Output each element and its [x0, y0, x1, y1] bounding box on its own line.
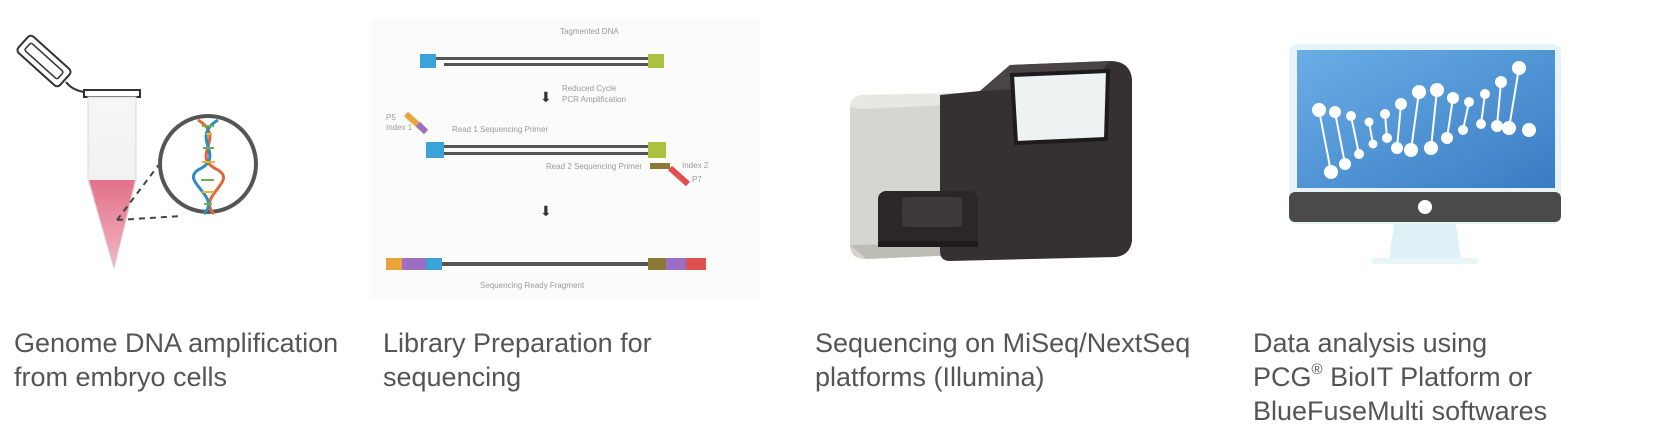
- arrow-down-icon: ⬇: [540, 203, 552, 219]
- tube-with-dna-icon: [16, 34, 258, 270]
- tagmented-fragment: [420, 54, 664, 68]
- caption-line: from embryo cells: [14, 362, 228, 392]
- caption-sequencing: Sequencing on MiSeq/NextSeq platforms (I…: [815, 326, 1190, 394]
- caption-text: PCG: [1253, 362, 1312, 392]
- sequencing-ready-fragment: [386, 258, 706, 270]
- label-read2: Read 2 Sequencing Primer: [546, 162, 642, 171]
- registered-mark: ®: [1311, 361, 1323, 378]
- caption-text: BioIT Platform or: [1322, 362, 1533, 392]
- tube-lid: [16, 34, 85, 93]
- caption-analysis: Data analysis using PCG® BioIT Platform …: [1253, 326, 1547, 428]
- caption-line: sequencing: [383, 362, 522, 392]
- label-tagmented-dna: Tagmented DNA: [560, 27, 619, 36]
- caption-amplification: Genome DNA amplification from embryo cel…: [14, 326, 338, 394]
- monitor-dna-icon: [1289, 44, 1561, 264]
- caption-line: Library Preparation for: [383, 328, 652, 358]
- sequencer-machine-icon: [850, 61, 1132, 261]
- caption-line: BlueFuseMulti softwares: [1253, 396, 1548, 426]
- label-read1: Read 1 Sequencing Primer: [452, 125, 548, 134]
- label-pcr-line1: Reduced Cycle: [562, 84, 617, 93]
- label-ready-fragment: Sequencing Ready Fragment: [480, 281, 585, 290]
- caption-line: Sequencing on MiSeq/NextSeq: [815, 328, 1191, 358]
- label-pcr-line2: PCR Amplification: [562, 95, 626, 104]
- machine-screen: [1009, 68, 1111, 146]
- caption-library: Library Preparation for sequencing: [383, 326, 652, 394]
- library-prep-diagram: Tagmented DNA ⬇ Reduced Cycle PCR Amplif…: [370, 18, 760, 300]
- caption-line: Data analysis using: [1253, 328, 1488, 358]
- dna-graph: [1312, 61, 1536, 179]
- label-p5: P5: [386, 113, 396, 122]
- arrow-down-icon: ⬇: [540, 89, 552, 105]
- caption-line: PCG® BioIT Platform or: [1253, 360, 1547, 394]
- dna-helix-icon: [191, 118, 225, 216]
- sample-liquid: [89, 180, 135, 268]
- amplified-fragment: [426, 142, 666, 158]
- label-p7: P7: [692, 175, 702, 184]
- caption-line: platforms (Illumina): [815, 362, 1045, 392]
- caption-line: Genome DNA amplification: [14, 328, 339, 358]
- monitor-stand: [1389, 218, 1461, 260]
- label-index1: Index 1: [386, 123, 413, 132]
- label-index2: Index 2: [682, 161, 709, 170]
- power-button-icon: [1418, 200, 1432, 214]
